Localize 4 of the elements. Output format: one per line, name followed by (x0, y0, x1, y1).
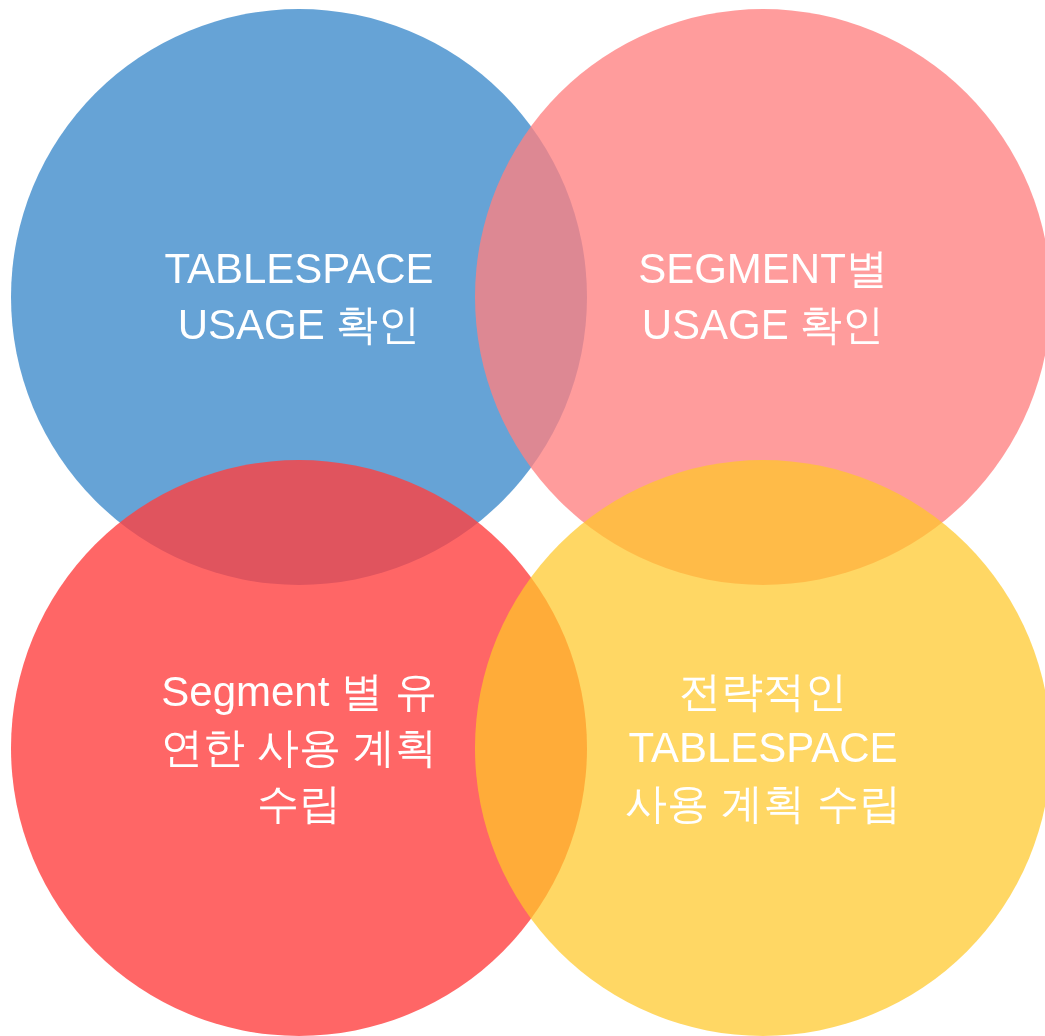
circle-label: Segment 별 유연한 사용 계획 수립 (160, 667, 438, 829)
circle-label: 전략적인 TABLESPACE 사용 계획 수립 (624, 667, 902, 829)
circle-label: TABLESPACE USAGE 확인 (163, 244, 435, 350)
circle-label: SEGMENT별 USAGE 확인 (637, 244, 889, 350)
